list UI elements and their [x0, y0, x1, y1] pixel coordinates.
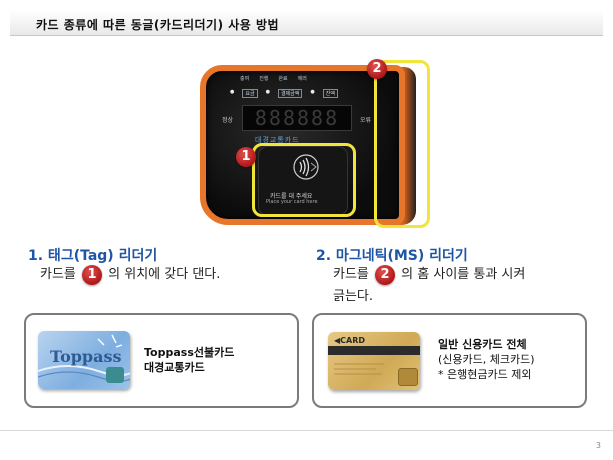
- card-desc-ms: 일반 신용카드 전체 (신용카드, 체크카드) * 은행현금카드 제외: [438, 337, 535, 382]
- magnetic-stripe: [328, 346, 420, 355]
- desc-text: 의 위치에 갖다 댄다.: [108, 267, 221, 282]
- mode-label: 진행: [259, 76, 269, 82]
- credit-card-image: ◀CARD: [328, 332, 420, 390]
- lcd-status-normal: 정상: [222, 117, 234, 124]
- lcd-status-error: 오류: [360, 117, 372, 124]
- tag-reader-description: 카드를 1 의 위치에 갖다 댄다.: [40, 264, 220, 286]
- card-label: Toppass: [50, 347, 122, 366]
- mode-boxes: ●요금 ●결제금액 ●잔액: [230, 89, 338, 98]
- ms-reader-heading: 2. 마그네틱(MS) 리더기: [316, 248, 468, 264]
- card-line: 대경교통카드: [144, 361, 205, 374]
- desc-text: 카드를: [40, 267, 76, 282]
- card-panel-tag: Toppass Toppass선불카드 대경교통카드: [24, 313, 299, 408]
- ms-reader-description: 카드를 2 의 홈 사이를 통과 시켜 긁는다.: [333, 264, 525, 308]
- desc-text: 카드를: [333, 267, 369, 282]
- card-chip-icon: [106, 367, 124, 383]
- desc-text: 긁는다.: [333, 289, 374, 304]
- card-desc-tag: Toppass선불카드 대경교통카드: [144, 345, 234, 375]
- tag-pad-instruction: 카드를 대 주세요: [270, 193, 313, 200]
- card-line: * 은행현금카드 제외: [438, 368, 532, 381]
- badge-inline-2: 2: [375, 264, 396, 285]
- lcd-display: 888888: [242, 105, 352, 131]
- mode-label: 완료: [278, 76, 288, 82]
- reader-brand: 대경교통카드: [255, 136, 300, 144]
- card-line: (신용카드, 체크카드): [438, 353, 535, 366]
- toppass-card-image: Toppass: [38, 331, 130, 389]
- card-line: 일반 신용카드 전체: [438, 338, 527, 351]
- tag-pad-instruction-en: Place your card here: [266, 199, 318, 205]
- title-bar: 카드 종류에 따른 동글(카드리더기) 사용 방법: [10, 10, 603, 36]
- footer-divider: [0, 430, 613, 431]
- badge-ms-slot: 2: [367, 59, 387, 79]
- card-wave-icon: [38, 334, 130, 382]
- ms-slot-highlight: [374, 60, 430, 228]
- mode-labels: 충여 진행 완료 에러: [240, 75, 307, 82]
- mode-box: 요금: [242, 89, 258, 98]
- tag-pad: [258, 146, 348, 216]
- card-label: ◀CARD: [334, 336, 366, 345]
- badge-tag-area: 1: [236, 147, 256, 167]
- mode-box: 잔액: [322, 89, 338, 98]
- card-chip-icon: [398, 368, 418, 386]
- tag-reader-heading: 1. 태그(Tag) 리더기: [28, 248, 158, 264]
- mode-label: 에러: [297, 76, 307, 82]
- contactless-icon: [293, 154, 319, 180]
- desc-text: 의 홈 사이를 통과 시켜: [401, 267, 526, 282]
- page-number: 3: [595, 441, 601, 450]
- card-line: Toppass선불카드: [144, 346, 235, 359]
- mode-label: 충여: [240, 76, 250, 82]
- tag-area-highlight: [252, 143, 356, 217]
- badge-inline-1: 1: [82, 264, 103, 285]
- card-lines-icon: [334, 363, 384, 375]
- page-title: 카드 종류에 따른 동글(카드리더기) 사용 방법: [36, 18, 280, 32]
- mode-box: 결제금액: [277, 89, 303, 98]
- card-panel-ms: ◀CARD 일반 신용카드 전체 (신용카드, 체크카드) * 은행현금카드 제…: [312, 313, 587, 408]
